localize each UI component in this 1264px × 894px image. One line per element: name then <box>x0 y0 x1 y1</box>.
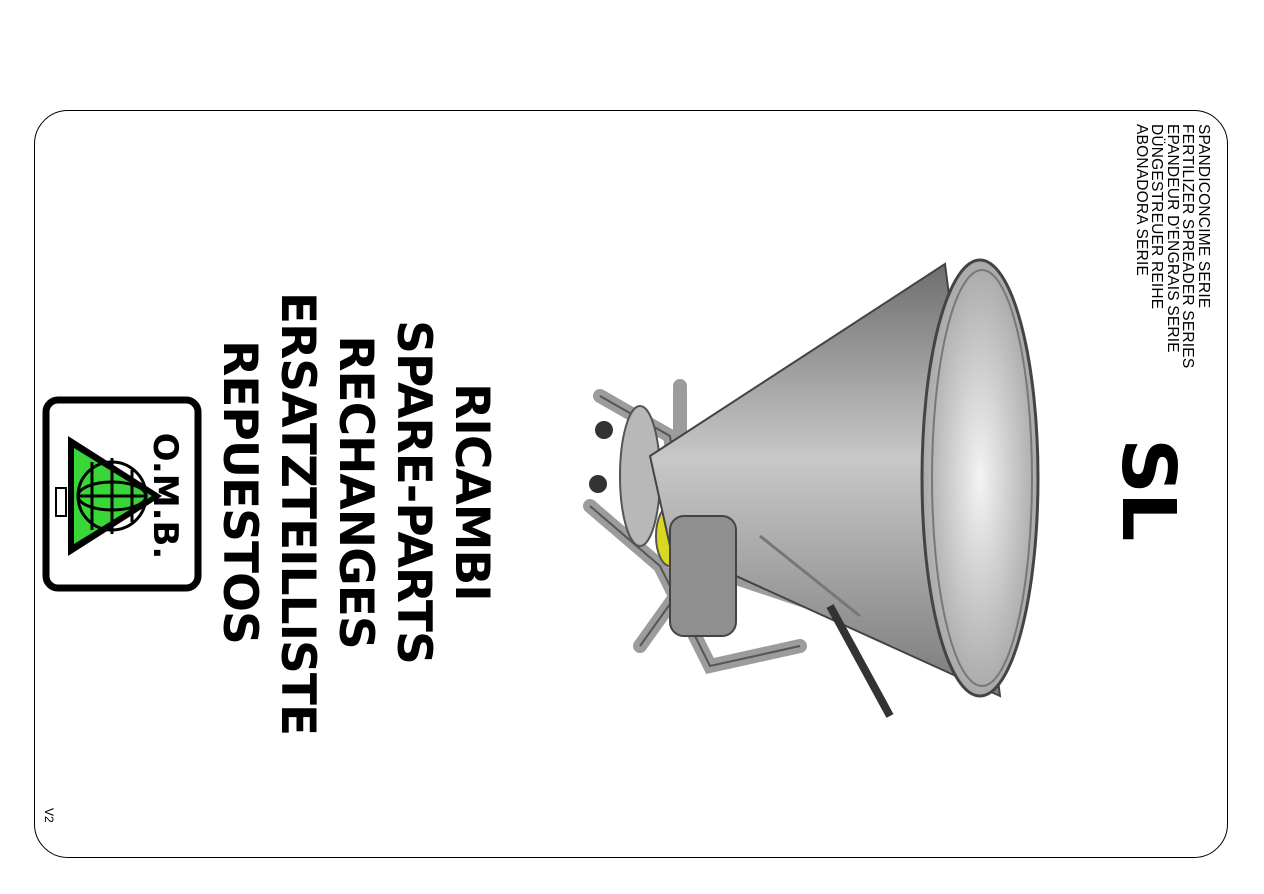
title-block: RICAMBI SPARE-PARTS RECHANGES ERSATZTEIL… <box>210 292 500 736</box>
series-line-en: FERTILIZER SPREADER SERIES <box>1179 124 1197 369</box>
logo-text: O.M.B. <box>145 433 185 560</box>
series-line-de: DÜNGESTREUER REIHE <box>1148 124 1166 310</box>
control-rod <box>759 534 861 618</box>
logo-hanger <box>55 487 67 517</box>
title-es: REPUESTOS <box>212 340 267 644</box>
series-line-es: ABONADORA SERIE <box>1133 124 1150 277</box>
side-box <box>669 515 737 637</box>
series-line-fr: EPANDEUR D'ENGRAIS SERIE <box>1164 124 1181 353</box>
title-en: SPARE-PARTS <box>386 320 441 664</box>
model-name: SL <box>1105 438 1191 540</box>
control-lever <box>826 604 894 718</box>
hopper-rim <box>920 258 1040 698</box>
series-line-it: SPANDICONCIME SERIE <box>1195 124 1212 309</box>
knob-1 <box>595 421 613 439</box>
title-it: RICAMBI <box>444 383 499 601</box>
series-list: SPANDICONCIME SERIE FERTILIZER SPREADER … <box>1133 124 1212 369</box>
hopper-inner-rim <box>931 269 1033 687</box>
logo-globe-grid <box>76 458 148 534</box>
title-de: ERSATZTEILLISTE <box>270 292 325 736</box>
hopper-cone <box>648 262 1002 698</box>
page-frame <box>34 110 1228 858</box>
omb-logo: O.M.B. <box>42 396 202 592</box>
version-label: V2 <box>42 808 56 823</box>
knob-2 <box>589 475 607 493</box>
spreader-illustration <box>583 258 1040 718</box>
title-fr: RECHANGES <box>328 335 383 649</box>
